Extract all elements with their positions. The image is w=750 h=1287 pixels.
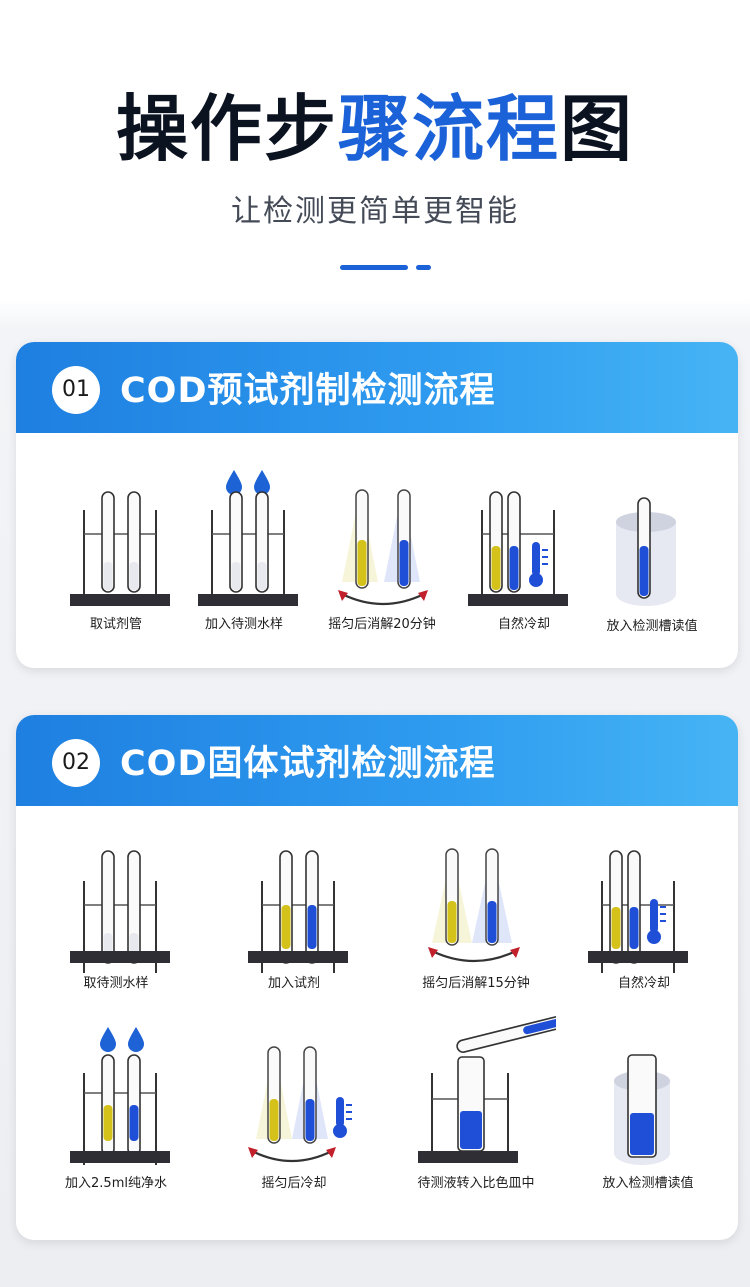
step-label: 摇匀后消解15分钟 xyxy=(422,976,530,991)
step-1-5: 放入检测槽读值 xyxy=(572,462,732,652)
section-card-2: 02 COD固体试剂检测流程 取待测水样 加入试剂 xyxy=(16,715,738,1240)
step-label: 自然冷却 xyxy=(617,976,670,991)
page-title: 操作步骤流程图 xyxy=(0,84,750,174)
section-title: COD预试剂制检测流程 xyxy=(120,371,496,411)
shake-tubes-icon xyxy=(428,848,520,963)
title-main: 操作步 xyxy=(115,87,338,171)
step-label: 加入2.5ml纯净水 xyxy=(65,1176,167,1191)
cooling-thermometer-icon xyxy=(588,850,688,973)
insert-cuvette-icon xyxy=(614,1054,670,1165)
step-2-8: 放入检测槽读值 xyxy=(568,1025,728,1215)
title-end: 图 xyxy=(560,87,635,171)
test-tubes-in-rack-icon xyxy=(70,850,170,973)
title-divider-long xyxy=(340,265,408,270)
shake-tubes-icon xyxy=(338,489,428,606)
step-1-2: 加入待测水样 xyxy=(164,462,324,652)
section-card-1: 01 COD预试剂制检测流程 取试剂管 加入 xyxy=(16,342,738,668)
test-tubes-in-rack-icon xyxy=(70,491,170,606)
step-label: 摇匀后消解20分钟 xyxy=(328,617,436,632)
section-number-badge: 02 xyxy=(52,739,100,787)
step-label: 自然冷却 xyxy=(497,617,550,632)
add-reagent-icon xyxy=(248,850,348,973)
step-label: 取试剂管 xyxy=(89,617,142,632)
title-accent: 骤流程 xyxy=(337,87,560,171)
step-2-4: 自然冷却 xyxy=(564,833,724,1023)
page-header: 操作步骤流程图 让检测更简单更智能 xyxy=(0,0,750,300)
step-2-6: 摇匀后冷却 xyxy=(214,1025,374,1215)
step-1-3: 摇匀后消解20分钟 xyxy=(302,462,462,652)
section-header-1: 01 COD预试剂制检测流程 xyxy=(16,342,738,433)
step-label: 放入检测槽读值 xyxy=(606,619,698,634)
step-2-3: 摇匀后消解15分钟 xyxy=(396,833,556,1023)
add-water-drops-icon xyxy=(70,1027,170,1165)
step-label: 加入试剂 xyxy=(267,976,320,991)
section-header-2: 02 COD固体试剂检测流程 xyxy=(16,715,738,806)
pour-into-cuvette-icon xyxy=(418,1015,556,1163)
title-divider-short xyxy=(416,265,431,270)
step-label: 放入检测槽读值 xyxy=(602,1176,694,1191)
add-water-drops-icon xyxy=(198,470,298,606)
step-2-2: 加入试剂 xyxy=(214,833,374,1023)
step-1-1: 取试剂管 xyxy=(36,462,196,652)
page-subtitle: 让检测更简单更智能 xyxy=(231,194,519,229)
cooling-thermometer-icon xyxy=(468,491,568,606)
section-number-badge: 01 xyxy=(52,366,100,414)
step-1-4: 自然冷却 xyxy=(444,462,604,652)
step-2-1: 取待测水样 xyxy=(36,833,196,1023)
step-label: 加入待测水样 xyxy=(204,617,283,632)
step-label: 摇匀后冷却 xyxy=(261,1176,327,1191)
section-title: COD固体试剂检测流程 xyxy=(120,744,496,784)
step-label: 取待测水样 xyxy=(83,976,149,991)
insert-cuvette-icon xyxy=(616,497,676,606)
shake-and-cool-icon xyxy=(248,1046,352,1163)
step-label: 待测液转入比色皿中 xyxy=(417,1176,535,1191)
step-2-5: 加入2.5ml纯净水 xyxy=(36,1025,196,1215)
step-2-7: 待测液转入比色皿中 xyxy=(396,1015,556,1205)
